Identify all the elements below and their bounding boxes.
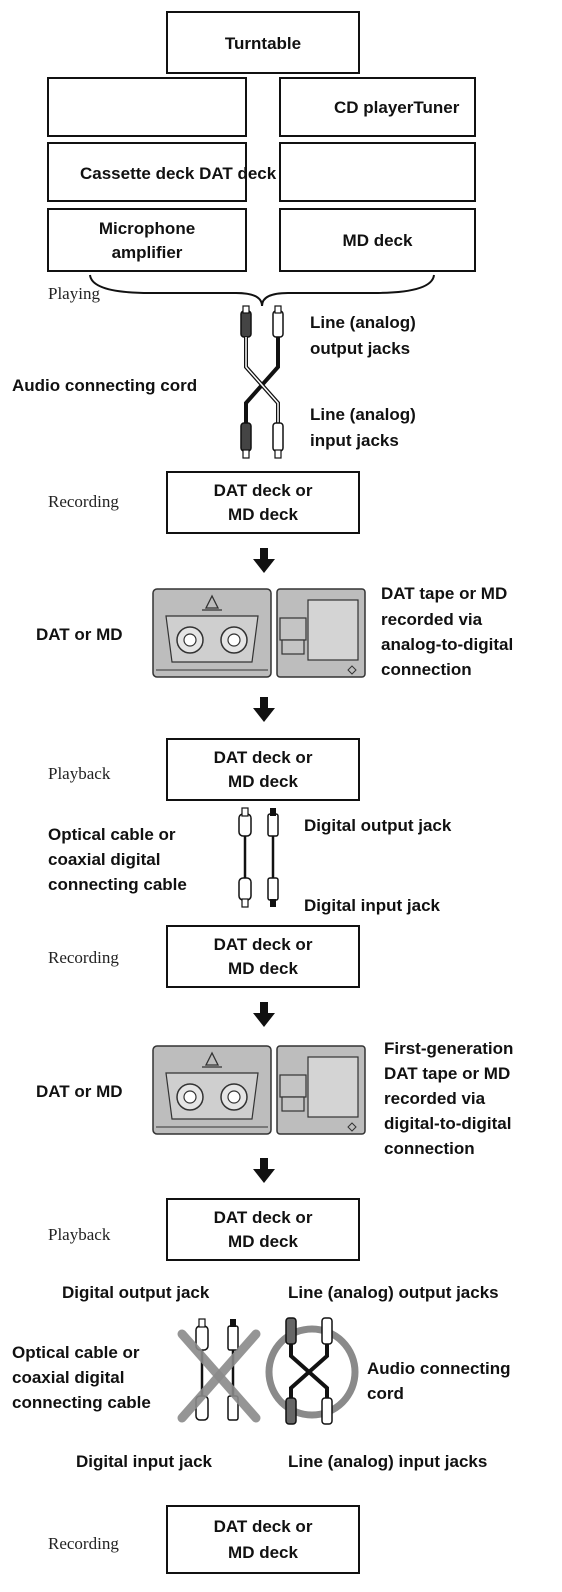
dat-tape-icon (152, 588, 272, 678)
media1-desc-1: DAT tape or MD (381, 584, 508, 603)
digital-input-label-1: Digital input jack (304, 896, 441, 915)
audio-cord-label-2: Audio connecting (367, 1359, 511, 1378)
pb-deck-line2: MD deck (228, 772, 298, 791)
audio-connecting-cord-icon (240, 305, 284, 459)
turntable-box: Turntable (166, 11, 360, 74)
dat-or-md-label-2: DAT or MD (36, 1082, 123, 1101)
digital-input-label-2: Digital input jack (76, 1452, 213, 1471)
rec3-deck-line1: DAT deck or (213, 1517, 313, 1536)
dat-or-md-label-1: DAT or MD (36, 625, 123, 644)
recording-deck-box-1: DAT deck or MD deck (166, 471, 360, 534)
digital-output-label-2: Digital output jack (62, 1283, 210, 1302)
playback-deck-box-1: DAT deck or MD deck (166, 738, 360, 801)
digital-cable-icon (238, 807, 279, 908)
turntable-label: Turntable (224, 34, 302, 53)
media2-desc-5: connection (384, 1139, 475, 1158)
md-deck-source-label: MD deck (342, 231, 413, 250)
recording-label-1: Recording (48, 492, 119, 511)
media2-desc-2: DAT tape or MD (384, 1064, 511, 1083)
rec2-deck-line1: DAT deck or (213, 935, 313, 954)
playback-label-2: Playback (48, 1225, 111, 1244)
deck-line1: DAT deck or (213, 481, 313, 500)
line-output-label-1: Line (analog) (310, 313, 416, 332)
optical-cable-label-3: connecting cable (48, 875, 187, 894)
media2-desc-4: digital-to-digital (384, 1114, 512, 1133)
audio-cord-circle-icon (265, 1317, 359, 1425)
dat-tape-icon-2 (152, 1045, 272, 1135)
line-input-label-1: Line (analog) (310, 405, 416, 424)
grouping-brace (89, 274, 435, 307)
media2-desc-1: First-generation (384, 1039, 514, 1058)
optical-cable-label-5: coaxial digital (12, 1368, 125, 1387)
playing-label: Playing (48, 284, 100, 303)
cd-player-tuner-label: CD playerTuner (334, 98, 460, 117)
md-deck-source-box: MD deck (279, 208, 476, 272)
media1-desc-3: analog-to-digital (381, 635, 514, 654)
digital-output-label-1: Digital output jack (304, 816, 452, 835)
amplifier-label: amplifier (111, 243, 183, 262)
playback-label-1: Playback (48, 764, 111, 783)
microphone-amplifier-box: Microphone amplifier (47, 208, 247, 272)
optical-cable-label-1: Optical cable or (48, 825, 176, 844)
media2-desc-3: recorded via (384, 1089, 486, 1108)
pb2-deck-line1: DAT deck or (213, 1208, 313, 1227)
blank-source-box (47, 77, 247, 137)
optical-cable-label-6: connecting cable (12, 1393, 151, 1412)
recording-label-2: Recording (48, 948, 119, 967)
media1-desc-4: connection (381, 660, 472, 679)
media1-desc-2: recorded via (381, 610, 483, 629)
rec2-deck-line2: MD deck (228, 959, 298, 978)
line-output-label-3: Line (analog) output jacks (288, 1283, 499, 1302)
cd-player-tuner-box (279, 77, 476, 137)
cassette-deck-box (47, 142, 247, 202)
recording-label-3: Recording (48, 1534, 119, 1553)
minidisc-icon (276, 588, 366, 678)
line-input-label-3: Line (analog) input jacks (288, 1452, 488, 1471)
minidisc-icon-2 (276, 1045, 366, 1135)
line-output-label-2: output jacks (310, 339, 411, 358)
audio-cord-label-3: cord (367, 1384, 404, 1403)
line-input-label-2: input jacks (310, 431, 399, 450)
dat-deck-box (279, 142, 476, 202)
pb-deck-line1: DAT deck or (213, 748, 313, 767)
optical-cable-label-2: coaxial digital (48, 850, 161, 869)
deck-line2: MD deck (228, 505, 298, 524)
playback-deck-box-2: DAT deck or MD deck (166, 1198, 360, 1261)
audio-cord-label: Audio connecting cord (12, 376, 198, 395)
rec3-deck-line2: MD deck (228, 1543, 298, 1562)
recording-deck-box-3: DAT deck or MD deck (166, 1505, 360, 1574)
pb2-deck-line2: MD deck (228, 1232, 298, 1251)
microphone-label: Microphone (98, 219, 196, 238)
digital-cable-prohibited-icon (177, 1318, 261, 1423)
optical-cable-label-4: Optical cable or (12, 1343, 140, 1362)
cassette-dat-label: Cassette deck DAT deck (80, 164, 277, 183)
recording-deck-box-2: DAT deck or MD deck (166, 925, 360, 988)
